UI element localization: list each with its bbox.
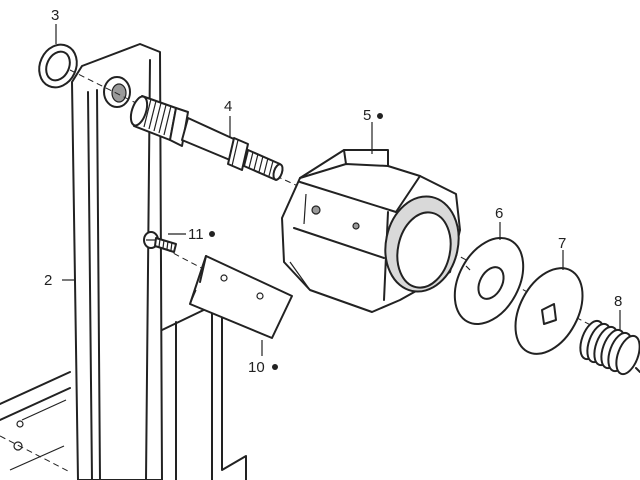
- callout-3: 3: [51, 7, 59, 24]
- coil-spring-8: [579, 319, 640, 376]
- ring-washer-3: [38, 43, 78, 89]
- callout-7: 7: [558, 235, 566, 252]
- callout-10: 10: [248, 359, 265, 376]
- screw-11: [143, 231, 177, 253]
- hex-housing-5: [281, 149, 461, 313]
- callout-8: 8: [614, 293, 622, 310]
- callout-11-dot: [209, 231, 215, 237]
- axis-line: [69, 69, 139, 105]
- leader-lines: [55, 24, 621, 356]
- flat-washer-7: [514, 267, 584, 355]
- callout-2: 2: [44, 272, 52, 289]
- callout-4: 4: [224, 98, 232, 115]
- threaded-shaft-4: [129, 95, 284, 181]
- callout-labels: 3 2 4 5 6 7 8 10 11: [44, 7, 622, 376]
- flat-washer-6: [453, 237, 525, 325]
- cover-plate-10: [189, 255, 293, 339]
- callout-10-dot: [272, 364, 278, 370]
- callout-6: 6: [495, 205, 503, 222]
- callout-5-dot: [377, 113, 383, 119]
- callout-11: 11: [188, 226, 204, 243]
- callout-5: 5: [363, 107, 371, 124]
